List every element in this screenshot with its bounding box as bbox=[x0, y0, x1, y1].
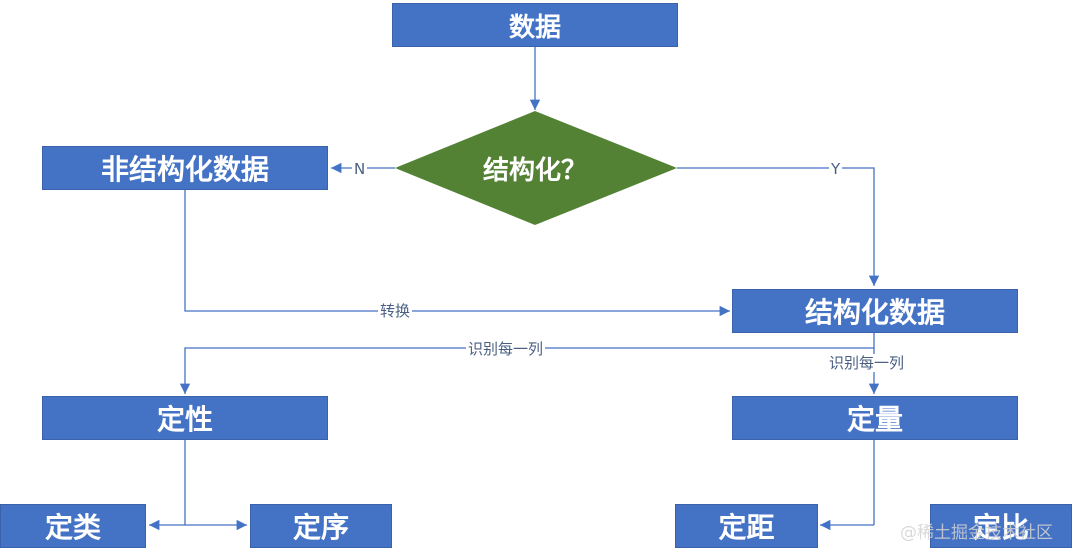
edge-label-identify-left: 识别每一列 bbox=[466, 340, 546, 358]
node-nominal: 定类 bbox=[0, 504, 146, 548]
node-qualitative: 定性 bbox=[42, 396, 328, 440]
node-ordinal: 定序 bbox=[250, 504, 392, 548]
node-ratio: 定比 bbox=[930, 504, 1072, 548]
decision-diamond bbox=[395, 111, 677, 225]
watermark: @稀土掘金技术社区 bbox=[900, 523, 1053, 543]
edge-label-identify-right: 识别每一列 bbox=[827, 354, 907, 372]
edge-label-no: N bbox=[352, 160, 368, 178]
node-unstructured: 非结构化数据 bbox=[42, 146, 328, 190]
node-data: 数据 bbox=[392, 3, 678, 47]
edge-label-yes: Y bbox=[829, 160, 843, 178]
edge-label-convert: 转换 bbox=[378, 302, 413, 320]
arrow-convert bbox=[184, 190, 730, 317]
node-decision-label: 结构化？ bbox=[482, 155, 587, 186]
node-quantitative: 定量 bbox=[732, 396, 1018, 440]
node-structured: 结构化数据 bbox=[732, 289, 1018, 333]
arrow-decision-to-structured bbox=[677, 167, 880, 286]
node-interval: 定距 bbox=[675, 504, 818, 548]
